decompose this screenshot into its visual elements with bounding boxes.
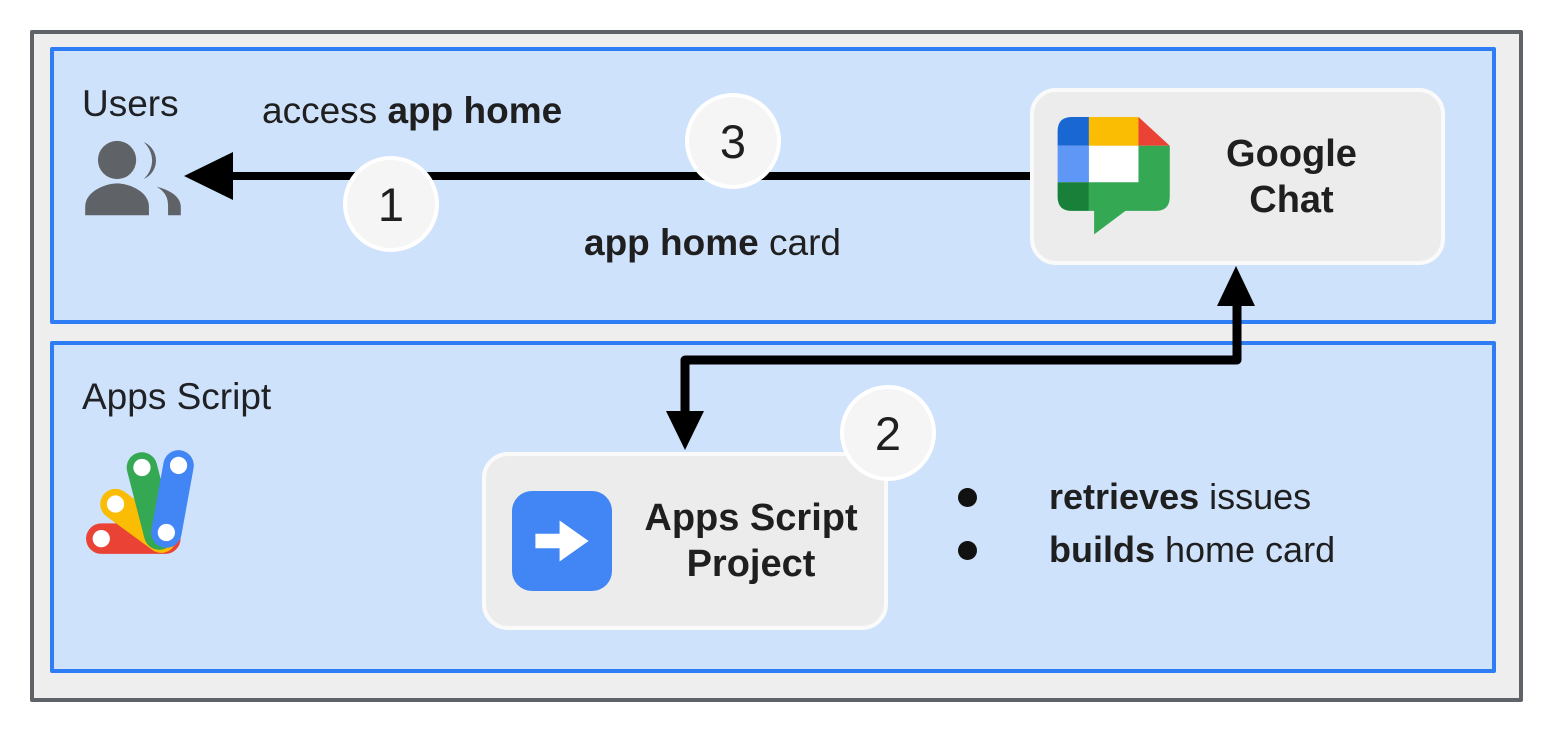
- apps-script-project-card: Apps Script Project: [482, 452, 888, 630]
- bullet-dot-icon: [958, 487, 977, 507]
- google-chat-card-title: Google Chat: [1198, 131, 1385, 223]
- list-item: retrieves issues: [958, 476, 1335, 518]
- users-icon: [85, 140, 181, 216]
- google-chat-title-line2: Chat: [1249, 178, 1334, 221]
- apps-script-project-title: Apps Script Project: [638, 495, 864, 587]
- google-chat-title-line1: Google: [1226, 132, 1357, 175]
- apps-script-project-icon: [512, 491, 612, 591]
- users-lane-label: Users: [82, 83, 179, 124]
- bullet-1-bold: builds: [1049, 529, 1155, 570]
- request-flow-label-normal: access: [262, 90, 388, 131]
- bullet-text-retrieves: retrieves issues: [1049, 476, 1311, 518]
- bullet-text-builds: builds home card: [1049, 529, 1335, 571]
- apps-script-project-title-line1: Apps Script: [644, 497, 858, 539]
- google-chat-card: Google Chat: [1030, 88, 1445, 265]
- step-3-number: 3: [719, 114, 747, 168]
- bullet-0-bold: retrieves: [1049, 476, 1200, 517]
- step2-bullet-list: retrieves issues builds home card: [958, 476, 1335, 571]
- bullet-0-rest: issues: [1199, 476, 1312, 517]
- google-chat-icon: [1057, 116, 1170, 234]
- step-1-number: 1: [377, 177, 405, 231]
- list-item: builds home card: [958, 529, 1335, 571]
- step-badge-3: 3: [685, 93, 781, 189]
- bullet-1-rest: home card: [1155, 529, 1336, 570]
- response-flow-label-normal: card: [758, 222, 842, 263]
- bullet-dot-icon: [958, 540, 977, 560]
- response-flow-label-bold: app home: [584, 222, 759, 263]
- arrow-right-icon: [535, 520, 589, 562]
- request-flow-label: access app home: [262, 89, 562, 133]
- response-flow-label: app home card: [584, 221, 841, 265]
- apps-script-project-title-line2: Project: [686, 543, 816, 585]
- request-flow-label-bold: app home: [387, 90, 563, 131]
- apps-script-lane-label: Apps Script: [82, 376, 272, 417]
- step-2-number: 2: [874, 406, 902, 460]
- step-badge-1: 1: [343, 156, 439, 252]
- apps-script-icon: [86, 450, 194, 554]
- step-badge-2: 2: [840, 385, 936, 481]
